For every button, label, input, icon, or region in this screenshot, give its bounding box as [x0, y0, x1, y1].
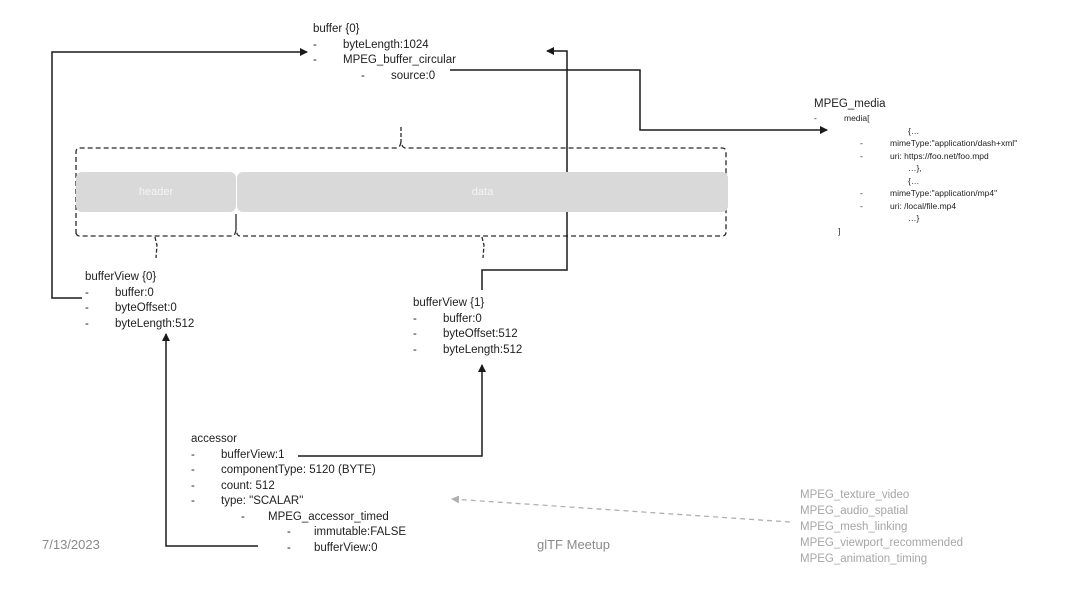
extension-item: MPEG_texture_video [800, 489, 910, 501]
data-label: data [471, 186, 494, 198]
extension-item: MPEG_audio_spatial [800, 505, 909, 517]
buffer-title: buffer {0} [313, 23, 360, 35]
bufferview-1-item: - buffer:0 [413, 312, 482, 325]
buffer-header-segment: header [76, 172, 236, 212]
mpeg-media-item: - media[ [814, 113, 870, 123]
data-brace-tick [481, 236, 485, 259]
bufferview-0-item: - buffer:0 [85, 286, 154, 299]
arrow-accessor-timed-to-bufferview0 [162, 333, 258, 547]
accessor-item: - bufferView:0 [287, 541, 378, 554]
accessor-block: accessor - bufferView:1 - componentType:… [191, 432, 406, 556]
mpeg-media-title: MPEG_media [814, 98, 886, 110]
mpeg-media-item: ] [838, 225, 841, 236]
bufferview-0-block: bufferView {0} - buffer:0 - byteOffset:0… [85, 270, 194, 332]
bufferview-1-block: bufferView {1} - buffer:0 - byteOffset:5… [413, 296, 522, 358]
accessor-title: accessor [191, 433, 238, 445]
arrow-bufferview1-to-buffer [481, 47, 568, 290]
footer-date: 7/13/2023 [42, 537, 100, 552]
bufferview-0-item: - byteLength:512 [85, 317, 195, 330]
mpeg-media-item: - uri: https://foo.net/foo.mpd [860, 150, 989, 161]
buffer-block: buffer {0} - byteLength:1024 - MPEG_buff… [313, 22, 456, 84]
arrow-buffer-to-mpeg-media [450, 69, 828, 134]
buffer-item: - byteLength:1024 [313, 38, 429, 51]
mpeg-media-item: …}, [908, 163, 922, 173]
accessor-item: - MPEG_accessor_timed [241, 510, 389, 523]
mpeg-media-item: …} [908, 213, 920, 223]
bufferview-1-item: - byteOffset:512 [413, 328, 518, 340]
mpeg-media-block: MPEG_media - media[ {… - mimeType:"appli… [814, 97, 1017, 237]
footer-title: glTF Meetup [537, 537, 610, 552]
accessor-item: - immutable:FALSE [287, 526, 407, 538]
accessor-item: - bufferView:1 [191, 448, 285, 461]
mpeg-media-item: {… [908, 175, 920, 186]
bufferview-0-title: bufferView {0} [85, 271, 157, 283]
header-brace-tick [154, 236, 158, 259]
accessor-item: - type: "SCALAR" [191, 495, 304, 507]
header-label: header [138, 186, 174, 198]
extensions-list: MPEG_texture_video MPEG_audio_spatial MP… [800, 487, 963, 567]
arrow-extensions-to-accessor [451, 495, 791, 523]
mpeg-media-item: {… [908, 125, 920, 136]
buffer-data-segment: data [237, 172, 728, 212]
bufferview-1-item: - byteLength:512 [413, 343, 523, 356]
buffer-item: - source:0 [361, 69, 436, 82]
arrow-bufferview0-to-buffer [51, 48, 308, 299]
bufferview-0-item: - byteOffset:0 [85, 302, 177, 314]
mpeg-media-item: - uri: /local/file.mp4 [860, 200, 957, 211]
buffer-item: - MPEG_buffer_circular [313, 54, 456, 66]
accessor-item: - componentType: 5120 (BYTE) [191, 464, 376, 476]
arrow-accessor-to-bufferview1 [298, 364, 486, 457]
mpeg-media-item: - mimeType:"application/mp4" [860, 188, 998, 198]
extension-item: MPEG_animation_timing [800, 553, 928, 565]
extension-item: MPEG_mesh_linking [800, 521, 908, 533]
bufferview-1-title: bufferView {1} [413, 297, 485, 309]
accessor-item: - count: 512 [191, 479, 275, 492]
mpeg-media-item: - mimeType:"application/dash+xml" [860, 138, 1018, 148]
extension-item: MPEG_viewport_recommended [800, 537, 963, 549]
